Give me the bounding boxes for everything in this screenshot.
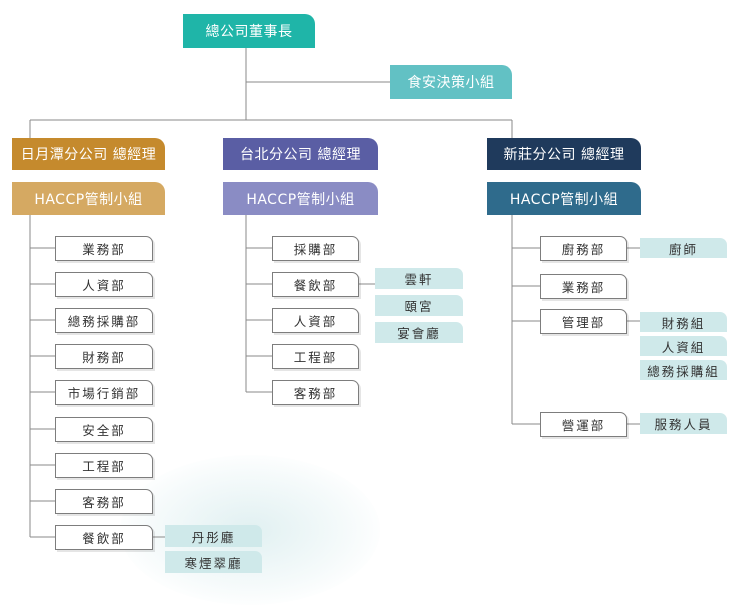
xz-operations-unit: 服務人員 bbox=[640, 413, 727, 434]
tp-dept-hr: 人資部 bbox=[272, 308, 359, 333]
xz-dept-management: 管理部 bbox=[540, 309, 627, 334]
xz-dept-operations: 營運部 bbox=[540, 412, 627, 437]
taipei-manager-box: 台北分公司 總經理 bbox=[223, 138, 378, 170]
sml-dept-finance: 財務部 bbox=[55, 344, 153, 369]
tp-dept-catering: 餐飲部 bbox=[272, 272, 359, 297]
sml-dept-guest-services: 客務部 bbox=[55, 489, 153, 514]
xz-kitchen-unit: 廚師 bbox=[640, 238, 727, 258]
sun-moon-lake-haccp-box: HACCP管制小組 bbox=[12, 182, 165, 215]
tp-dept-procurement: 採購部 bbox=[272, 236, 359, 261]
tp-catering-unit: 頤宮 bbox=[375, 295, 463, 316]
tp-dept-guest-services: 客務部 bbox=[272, 380, 359, 405]
xz-admin-unit: 財務組 bbox=[640, 312, 727, 332]
sml-catering-unit: 寒煙翠廳 bbox=[165, 551, 262, 573]
sml-dept-business: 業務部 bbox=[55, 236, 153, 261]
sml-dept-catering: 餐飲部 bbox=[55, 525, 153, 550]
sml-catering-unit: 丹彤廳 bbox=[165, 525, 262, 547]
chairman-box: 總公司董事長 bbox=[183, 14, 315, 48]
sun-moon-lake-manager-box: 日月潭分公司 總經理 bbox=[12, 138, 165, 170]
xz-dept-business: 業務部 bbox=[540, 274, 627, 299]
tp-catering-unit: 雲軒 bbox=[375, 268, 463, 289]
food-safety-team-box: 食安決策小組 bbox=[390, 65, 512, 99]
sml-dept-marketing: 市場行銷部 bbox=[55, 380, 153, 405]
xz-admin-unit: 人資組 bbox=[640, 336, 727, 356]
xz-admin-unit: 總務採購組 bbox=[640, 360, 727, 380]
taipei-haccp-box: HACCP管制小組 bbox=[223, 182, 378, 215]
tp-dept-engineering: 工程部 bbox=[272, 344, 359, 369]
sml-dept-hr: 人資部 bbox=[55, 272, 153, 297]
sml-dept-general-procurement: 總務採購部 bbox=[55, 308, 153, 333]
sml-dept-engineering: 工程部 bbox=[55, 453, 153, 478]
org-chart-connectors bbox=[29, 48, 640, 538]
tp-catering-unit: 宴會廳 bbox=[375, 322, 463, 343]
xinzhuang-manager-box: 新莊分公司 總經理 bbox=[487, 138, 641, 170]
sml-dept-safety: 安全部 bbox=[55, 417, 153, 442]
xz-dept-kitchen: 廚務部 bbox=[540, 236, 627, 261]
xinzhuang-haccp-box: HACCP管制小組 bbox=[487, 182, 641, 215]
